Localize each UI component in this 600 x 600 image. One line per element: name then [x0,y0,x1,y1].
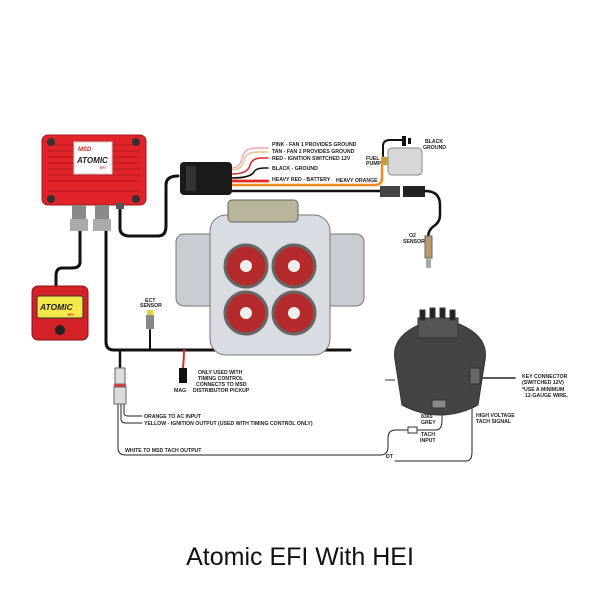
label-orange: ORANGE TO AC INPUT [144,414,202,420]
label-pump: PUMP [366,161,382,167]
pump-ground-wire [382,139,403,157]
labels: PINK - FAN 1 PROVIDES GROUND TAN - FAN 2… [125,139,569,460]
diagram-caption: Atomic EFI With HEI [186,543,414,571]
handheld-sub: EFI [68,313,73,317]
label-yellow: YELLOW - IGNITION OUTPUT (USED WITH TIMI… [144,421,313,427]
label-ect-1: ECT [145,298,156,304]
tach-input-connector [407,426,418,434]
tan-wire [231,151,269,171]
o2-sensor [380,186,433,268]
white-lead [117,403,409,456]
label-black-ground-1: BLACK [425,139,443,145]
ecu-to-harness-wire [118,174,180,238]
label-tan: TAN - FAN 2 PROVIDES GROUND [272,149,355,155]
heavy-orange-wire [230,163,384,187]
label-tach-1: TACH [421,432,435,438]
throttle-body [175,199,365,356]
label-white: WHITE TO MSD TACH OUTPUT [125,448,202,454]
wires [54,139,516,462]
black-wire [231,167,269,179]
label-ect-2: SENSOR [140,303,162,309]
orange-lead [123,403,143,417]
label-black: BLACK - GROUND [272,166,318,172]
main-harness-wire [104,228,352,352]
label-heavy-orange: HEAVY ORANGE [336,178,378,184]
label-o2-2: SENSOR [403,239,425,245]
o2-lead [423,189,442,240]
hei-distributor [385,307,486,416]
label-tach-2: INPUT [420,438,436,444]
label-mag: MAG [174,388,186,394]
label-timing-2: TIMING CONTROL [198,376,244,382]
mag-connector [179,368,187,383]
label-black-ground-2: GROUND [423,145,446,151]
fuel-pump [381,136,423,176]
red-wire [231,157,269,175]
label-heavy-red: HEAVY RED - BATTERY [272,177,331,183]
label-key-1: KEY CONNECTOR [522,374,568,380]
label-dt: DT [386,454,394,460]
yellow-lead [120,403,143,424]
label-hv-1: HIGH VOLTAGE [476,413,515,419]
label-key-4: 12-GAUGE WIRE. [525,393,569,399]
label-grey-2: GREY [421,420,436,426]
label-o2-1: O2 [409,233,416,239]
pink-wire [231,147,269,169]
label-timing-3: CONNECTS TO MSD [196,382,247,388]
tach-input-lead [417,404,443,431]
ignition-connector [113,367,127,405]
ecu-brand: MSD [78,147,92,153]
ecu-to-handheld-wire [54,228,82,288]
hv-tach-line [394,371,473,462]
harness-connector [180,162,232,195]
label-timing-1: ONLY USED WITH [198,370,243,376]
handheld-controller[interactable]: ATOMIC EFI [31,285,89,341]
handheld-logo: ATOMIC [39,302,74,312]
ecu-sub: EFI [100,166,105,170]
ecu-logo: ATOMIC [76,156,108,165]
ecu-module[interactable]: MSD ATOMIC EFI [41,134,147,231]
label-red: RED - IGNITION SWITCHED 12V [272,156,351,162]
label-pink: PINK - FAN 1 PROVIDES GROUND [272,142,357,148]
label-key-2: (SWITCHED 12V) [522,380,564,386]
label-fuel: FUEL [366,156,380,162]
label-timing-4: DISTRIBUTOR PICKUP [193,388,250,394]
label-key-3: *USE A MINIMUM [522,387,564,393]
mag-wire [182,349,185,369]
label-grey-1: 8365 [421,414,433,420]
label-hv-2: TACH SIGNAL [476,419,512,425]
ect-sensor [146,310,154,329]
